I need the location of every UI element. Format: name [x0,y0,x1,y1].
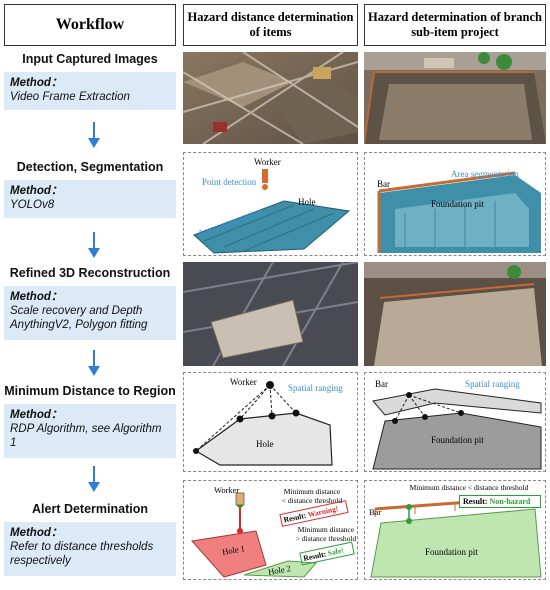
label-hole: Hole [298,197,316,207]
arrow-down-icon [88,232,100,258]
panel-detection-items: Worker Point detection Area segmentation… [183,152,358,256]
label-spatial-ranging-2: Spatial ranging [465,379,520,389]
arrow-down-icon [88,122,100,148]
label-worker-2: Worker [230,377,257,387]
result-nonhazard-badge: Result: Non-hazard [459,495,541,508]
method-box-reconstruction: Method：Scale recovery and Depth Anything… [4,286,176,340]
label-worker: Worker [254,157,281,167]
panel-alert-items: Worker Minimum distance< distance thresh… [183,480,358,580]
label-bar-2: Bar [375,379,388,389]
label-foundation-pit-2: Foundation pit [431,435,484,445]
header-workflow: Workflow [4,4,176,46]
photo-reconstruction-branch [364,262,546,366]
label-foundation-pit: Foundation pit [431,199,484,209]
worker-marker [262,169,268,183]
text-min-gt: Minimum distance> distance threshold [295,525,357,543]
text-min-lt: Minimum distance< distance threshold [281,487,343,505]
method-box-input: Method：Video Frame Extraction [4,72,176,110]
label-worker-3: Worker [214,485,240,495]
step-title-input: Input Captured Images [22,52,158,66]
step-title-alert: Alert Determination [32,502,148,516]
header-col-branch: Hazard determination of branch sub-item … [364,4,546,46]
arrow-down-icon [88,350,100,376]
label-point-detection: Point detection [202,177,257,187]
label-spatial-ranging: Spatial ranging [288,383,343,393]
text-min-lt-full: Minimum distance < distance threshold [409,483,529,492]
panel-alert-branch: Bar Minimum distance < distance threshol… [364,480,546,580]
method-box-detection: Method：YOLOv8 [4,180,176,218]
method-box-alert: Method：Refer to distance thresholds resp… [4,522,176,576]
panel-distance-items: Worker Spatial ranging Hole [183,372,358,472]
label-bar: Bar [377,179,390,189]
panel-distance-branch: Bar Spatial ranging Foundation pit [364,372,546,472]
step-title-detection: Detection, Segmentation [16,160,164,174]
label-foundation-pit-3: Foundation pit [425,547,478,557]
photo-site-aerial-1 [183,52,358,144]
step-title-min-distance: Minimum Distance to Region [4,384,176,398]
arrow-down-icon [88,466,100,492]
label-hole-2: Hole [256,439,274,449]
label-area-segmentation-2: Area segmentation [451,169,519,179]
photo-reconstruction-items [183,262,358,366]
panel-detection-branch: Bar Area segmentation Foundation pit [364,152,546,256]
method-box-min-distance: Method：RDP Algorithm, see Algorithm 1 [4,404,176,458]
step-title-reconstruction: Refined 3D Reconstruction [9,266,171,280]
photo-site-aerial-2 [364,52,546,144]
label-bar-3: Bar [369,507,382,517]
header-col-items: Hazard distance determination of items [183,4,358,46]
